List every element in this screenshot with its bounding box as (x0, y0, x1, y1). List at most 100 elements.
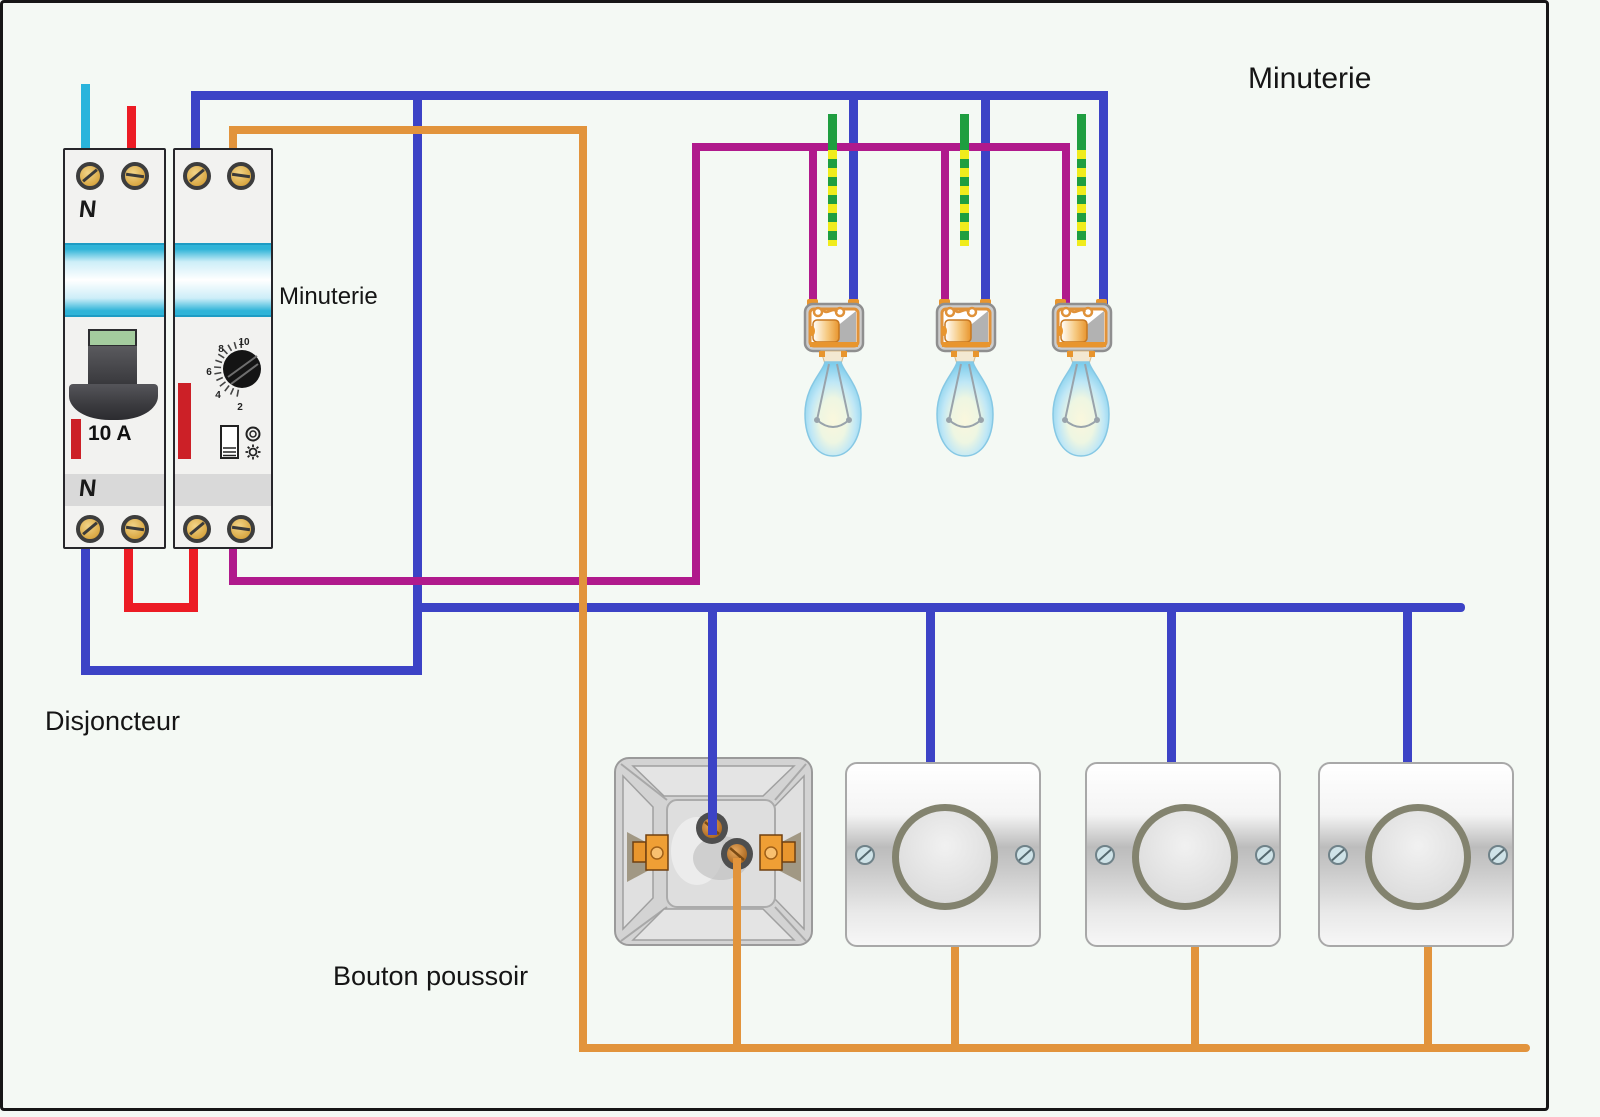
terminal-screw (227, 162, 255, 190)
neutral-button4-drop (1403, 607, 1412, 762)
lamp-wire-riser (692, 143, 700, 585)
timer-red-flag (178, 383, 191, 459)
bulb-filament (1062, 363, 1100, 428)
sun-icon (245, 444, 261, 460)
breaker-switch-rocker (69, 384, 158, 420)
neutral-breaker-down (81, 545, 90, 675)
dial-knob-highlight (227, 355, 259, 385)
neutral-lamp1-drop (849, 95, 858, 304)
lamp-socket (935, 299, 997, 353)
terminal-screw (183, 515, 211, 543)
neutral-lamp2-drop (981, 95, 990, 304)
dial-number: 6 (206, 367, 212, 378)
timer-label-window (175, 243, 271, 317)
breaker-label-window (65, 243, 164, 317)
page-title: Minuterie (1248, 62, 1372, 95)
return-wire-main-drop (579, 126, 587, 1052)
button2-return-riser (951, 945, 959, 1052)
return-wire-top-run (229, 126, 587, 134)
wire-terminal (721, 838, 753, 870)
earth-wire-lamp2 (960, 114, 969, 246)
phase-loop-bottom (124, 603, 198, 612)
bulb-filament (814, 363, 852, 428)
plate-screw (1095, 845, 1115, 865)
neutral-timer-drop (191, 91, 200, 148)
push-button-3 (1085, 762, 1281, 947)
lamp-wire-timer-drop (229, 545, 237, 585)
bulb-glass (1052, 361, 1110, 457)
push-button-label: Bouton poussoir (333, 961, 529, 991)
timer-label: Minuterie (279, 283, 378, 310)
button3-return-riser (1191, 947, 1199, 1052)
push-button-actuator (1132, 804, 1238, 910)
lamp-socket (1051, 299, 1113, 353)
dial-number: 2 (237, 402, 243, 413)
terminal-screw (121, 162, 149, 190)
plate-screw (1328, 845, 1348, 865)
bulb-glass (936, 361, 994, 457)
dial-number: 4 (215, 390, 221, 401)
diagram-border (0, 0, 1549, 1111)
push-button-back-view (614, 757, 813, 946)
bulb-filament (946, 363, 984, 428)
neutral-lower-bus (413, 603, 1465, 612)
earth-wire-lamp1 (828, 114, 837, 246)
phase-loop-left (124, 545, 133, 612)
lamp-3 (1051, 299, 1113, 457)
lamp-socket (803, 299, 865, 353)
breaker-switch-cap (88, 329, 137, 347)
breaker-red-flag (71, 419, 81, 459)
terminal-screw (183, 162, 211, 190)
neutral-main-vertical (413, 91, 422, 675)
cable-clamp-right (759, 834, 796, 871)
plate-screw (1255, 845, 1275, 865)
push-button-2 (845, 762, 1041, 947)
terminal-screw (76, 162, 104, 190)
button1-return-riser (733, 858, 741, 1052)
push-button-actuator (1365, 804, 1471, 910)
lamp2-feed-drop (941, 143, 949, 304)
neutral-mark: N (77, 196, 98, 223)
neutral-bottom-link (81, 666, 422, 675)
neutral-button2-drop (926, 607, 935, 762)
timer-dial: 2 4 6 8 10 (206, 337, 261, 460)
dial-number-labels: 2 4 6 8 10 (206, 337, 250, 413)
breaker-switch-lever (88, 346, 137, 384)
neutral-button1-drop (708, 607, 717, 835)
ring-icon (245, 426, 261, 442)
timer-footer-band (175, 474, 271, 506)
dial-ticks (214, 340, 243, 397)
cable-clamp-left (632, 834, 669, 871)
lamp3-feed-drop (1062, 143, 1070, 304)
button4-return-riser (1424, 947, 1432, 1052)
lamp-2 (935, 299, 997, 457)
supply-phase-wire (127, 106, 136, 150)
plate-screw (1488, 845, 1508, 865)
terminal-screw (121, 515, 149, 543)
return-wire-bottom-bus (579, 1044, 1530, 1052)
breaker-footer-band (65, 474, 164, 506)
bulb-glass (804, 361, 862, 457)
push-button-4 (1318, 762, 1514, 947)
lamp-1 (803, 299, 865, 457)
dial-number: 8 (218, 344, 224, 355)
neutral-mark: N (77, 475, 98, 502)
circuit-breaker-module: N 10 A N (63, 148, 166, 549)
neutral-lamp3-drop (1099, 91, 1108, 304)
plate-screw (1015, 845, 1035, 865)
terminal-screw (227, 515, 255, 543)
dial-knob (223, 350, 261, 388)
dial-number: 10 (238, 337, 250, 348)
phase-loop-right (189, 545, 198, 612)
toggle-switch-icon (220, 425, 239, 459)
return-wire-timer-stub (229, 126, 237, 148)
plate-screw (855, 845, 875, 865)
lamp-wire-lower-run (229, 577, 700, 585)
earth-wire-lamp3 (1077, 114, 1086, 246)
supply-neutral-wire (81, 84, 90, 150)
lamp-wire-top-bus (692, 143, 1070, 151)
breaker-label: Disjoncteur (45, 706, 181, 736)
neutral-button3-drop (1167, 607, 1176, 762)
terminal-screw (76, 515, 104, 543)
